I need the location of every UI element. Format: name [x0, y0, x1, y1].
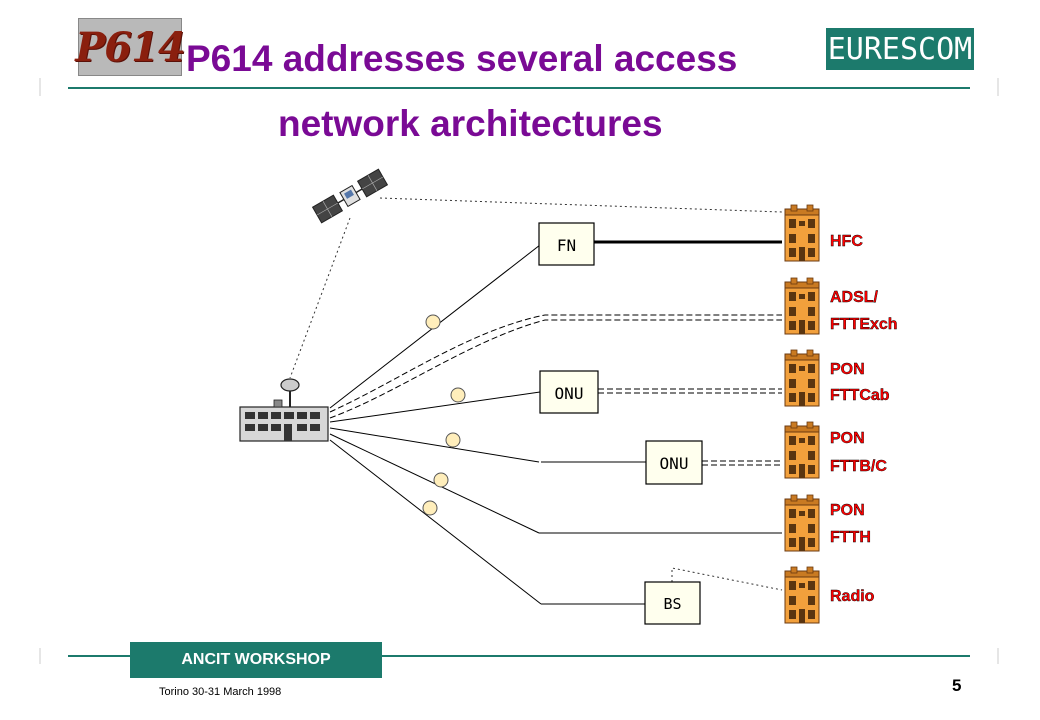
splitters — [422, 314, 466, 516]
node-onu-1: ONU — [539, 370, 599, 414]
satellite-icon — [311, 168, 389, 224]
central-office — [239, 378, 329, 442]
page-title-line1: P614 addresses several access — [186, 38, 738, 79]
eurescom-logo: EURESCOM — [826, 28, 974, 70]
label-hfc: HFC — [830, 233, 863, 250]
label-pon-fttbc: PON — [830, 430, 865, 447]
node-onu-2-label: ONU — [660, 454, 689, 473]
node-fn: FN — [538, 222, 595, 266]
page-number: 5 — [952, 676, 962, 695]
p614-logo-text: P614 — [75, 23, 186, 71]
splitter-2 — [450, 387, 466, 403]
label-pon-fttcab: PON — [830, 361, 865, 378]
building-icon — [784, 566, 820, 624]
customer-buildings — [784, 204, 820, 624]
page-title-line2: network architectures — [278, 103, 663, 144]
building-icon — [784, 421, 820, 479]
label-adsl: ADSL/ — [830, 289, 879, 306]
label-fttexch: FTTExch — [830, 316, 898, 333]
splitter-4 — [433, 472, 449, 488]
splitter-5 — [422, 500, 438, 516]
building-icon — [784, 277, 820, 335]
node-bs: BS — [644, 581, 701, 625]
workshop-badge: ANCIT WORKSHOP — [130, 642, 382, 678]
footer-date: Torino 30-31 March 1998 — [159, 686, 282, 698]
node-bs-label: BS — [663, 595, 681, 613]
eurescom-logo-text: EURESCOM — [827, 31, 973, 67]
building-icon — [784, 349, 820, 407]
splitter-1 — [425, 314, 441, 330]
label-ftth: FTTH — [830, 529, 871, 546]
splitter-3 — [445, 432, 461, 448]
copper-pairs — [329, 314, 782, 466]
label-fttbc: FTTB/C — [830, 458, 887, 475]
node-onu-1-label: ONU — [555, 384, 584, 403]
node-onu-2: ONU — [645, 440, 703, 485]
label-pon-ftth: PON — [830, 502, 865, 519]
label-radio: Radio — [830, 588, 875, 605]
architecture-labels: HFC ADSL/ FTTExch PON FTTCab PON FTTB/C … — [830, 233, 898, 605]
node-fn-label: FN — [557, 236, 576, 255]
p614-logo: P614 — [75, 18, 186, 76]
label-fttcab: FTTCab — [830, 387, 890, 404]
fibre-links — [329, 244, 782, 605]
building-icon — [784, 204, 820, 262]
satellite-downlink — [379, 197, 783, 213]
satellite-uplink — [289, 217, 351, 379]
building-icon — [784, 494, 820, 552]
